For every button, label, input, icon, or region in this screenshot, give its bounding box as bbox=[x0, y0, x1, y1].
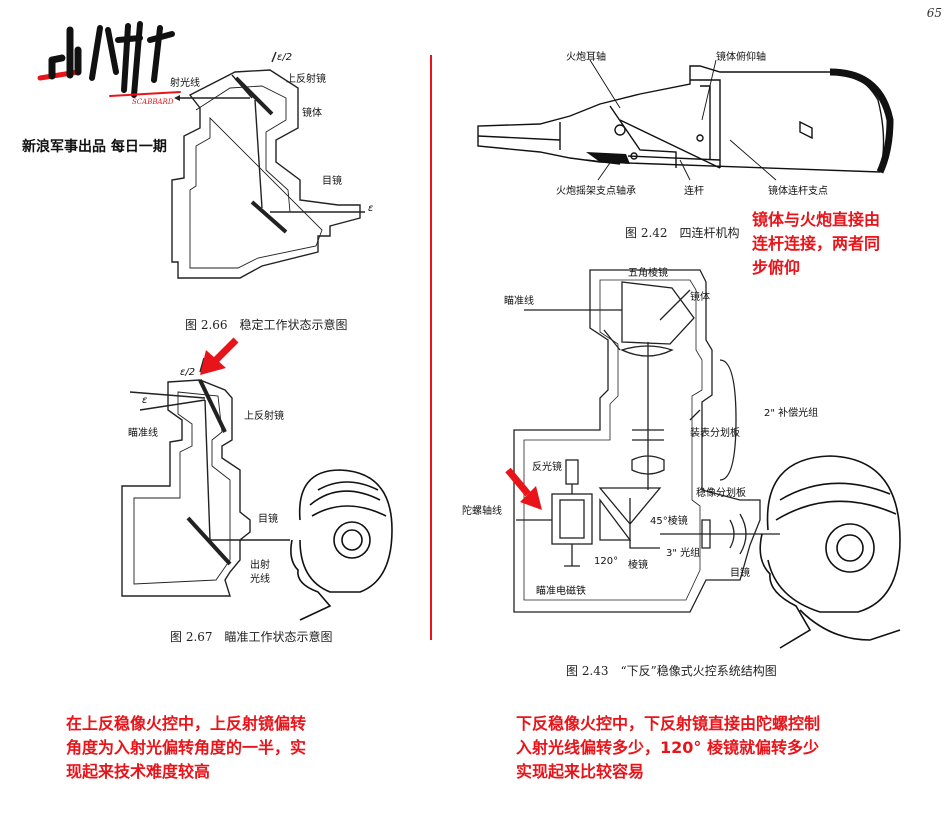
fig243-housing-label: 镜体 bbox=[690, 292, 710, 303]
note-bottom-left-line: 现起来技术难度较高 bbox=[66, 762, 211, 781]
fig266-housing-label: 镜体 bbox=[302, 108, 322, 119]
fig267-eps2-label: ε/2 bbox=[180, 367, 196, 378]
logo-subtitle: 新浪军事出品 每日一期 bbox=[22, 139, 167, 155]
fig243-gyro-axis-label: 陀螺轴线 bbox=[462, 506, 502, 517]
fig266-eps-label: ε bbox=[368, 203, 374, 214]
note-right-top: 镜体与火炮直接由 连杆连接，两者同 步俯仰 bbox=[752, 208, 880, 280]
fig243-pentaprism-label: 五角棱镜 bbox=[628, 268, 668, 279]
fig266-incident-label: 射光线 bbox=[170, 78, 200, 89]
note-right-top-line: 连杆连接，两者同 bbox=[752, 234, 881, 253]
page-number: 65 bbox=[926, 6, 942, 20]
fig243-red-arrow bbox=[505, 467, 542, 510]
note-right-top-line: 步俯仰 bbox=[752, 258, 801, 277]
fig267-eps-label: ε bbox=[142, 395, 148, 406]
fig267-exit-label-b: 光线 bbox=[250, 574, 270, 585]
fig267-eyepiece-label: 目镜 bbox=[258, 514, 278, 525]
note-bottom-left: 在上反稳像火控中，上反射镜偏转 角度为入射光偏转角度的一半，实 现起来技术难度较… bbox=[66, 712, 306, 784]
logo-tagline: SCABBARD bbox=[132, 98, 174, 106]
fig243-caption: 图 2.43 “下反”稳像式火控系统结构图 bbox=[566, 664, 777, 678]
fig243-aim-line-label: 瞄准线 bbox=[504, 296, 534, 307]
fig242-link-rod-label: 连杆 bbox=[684, 186, 704, 197]
fig243-eyepiece-label: 目镜 bbox=[730, 568, 750, 579]
fig266-eyepiece-label: 目镜 bbox=[322, 176, 342, 187]
fig267-exit-label-a: 出射 bbox=[250, 560, 270, 571]
note-bottom-right-line: 下反稳像火控中，下反射镜直接由陀螺控制 bbox=[516, 714, 821, 733]
fig242-housing-link-pivot-label: 镜体连杆支点 bbox=[768, 186, 828, 197]
note-bottom-right-line: 入射光线偏转多少，120° 棱镜就偏转多少 bbox=[516, 738, 819, 757]
fig243-prism120-label-a: 120° bbox=[594, 556, 619, 567]
fig242-gun-trunnion-label: 火炮耳轴 bbox=[566, 52, 606, 63]
fig243-reticle-plate-label: 装表分划板 bbox=[690, 428, 740, 439]
fig242-cradle-bearing-label: 火炮摇架支点轴承 bbox=[556, 186, 636, 197]
fig242-housing-pitch-axis-label: 镜体俯仰轴 bbox=[716, 52, 766, 63]
fig266-upper-mirror-label: 上反射镜 bbox=[286, 74, 326, 85]
fig267-soldier-head bbox=[290, 469, 393, 621]
note-right-top-line: 镜体与火炮直接由 bbox=[752, 210, 881, 229]
fig243-aim-magnet-label: 瞄准电磁铁 bbox=[536, 586, 586, 597]
fig242-caption: 图 2.42 四连杆机构 bbox=[625, 226, 740, 240]
fig266-caption: 图 2.66 稳定工作状态示意图 bbox=[185, 318, 348, 332]
logo-mark bbox=[37, 21, 181, 98]
fig267-upper-mirror-label: 上反射镜 bbox=[244, 411, 284, 422]
fig267-aim-line-label: 瞄准线 bbox=[128, 428, 158, 439]
fig267-caption: 图 2.67 瞄准工作状态示意图 bbox=[170, 630, 333, 644]
fig267-red-arrow bbox=[200, 337, 239, 375]
fig243-soldier-head bbox=[759, 455, 901, 649]
note-bottom-right-line: 实现起来比较容易 bbox=[516, 762, 645, 781]
note-bottom-left-line: 角度为入射光偏转角度的一半，实 bbox=[66, 738, 307, 757]
note-bottom-right: 下反稳像火控中，下反射镜直接由陀螺控制 入射光线偏转多少，120° 棱镜就偏转多… bbox=[516, 712, 820, 784]
fig243-group3-label: 3" 光组 bbox=[666, 548, 701, 559]
fig243-comp-group-label: 2" 补偿光组 bbox=[764, 408, 819, 419]
fig243-reflector-label: 反光镜 bbox=[532, 462, 562, 473]
fig243-prism45-label: 45°棱镜 bbox=[650, 516, 688, 527]
red-divider bbox=[430, 55, 432, 640]
fig243-prism120-label-b: 棱镜 bbox=[628, 560, 648, 571]
fig243-stab-plate-label: 稳像分划板 bbox=[696, 488, 746, 499]
note-bottom-left-line: 在上反稳像火控中，上反射镜偏转 bbox=[66, 714, 307, 733]
fig266-eps2-label: ε/2 bbox=[277, 52, 293, 63]
